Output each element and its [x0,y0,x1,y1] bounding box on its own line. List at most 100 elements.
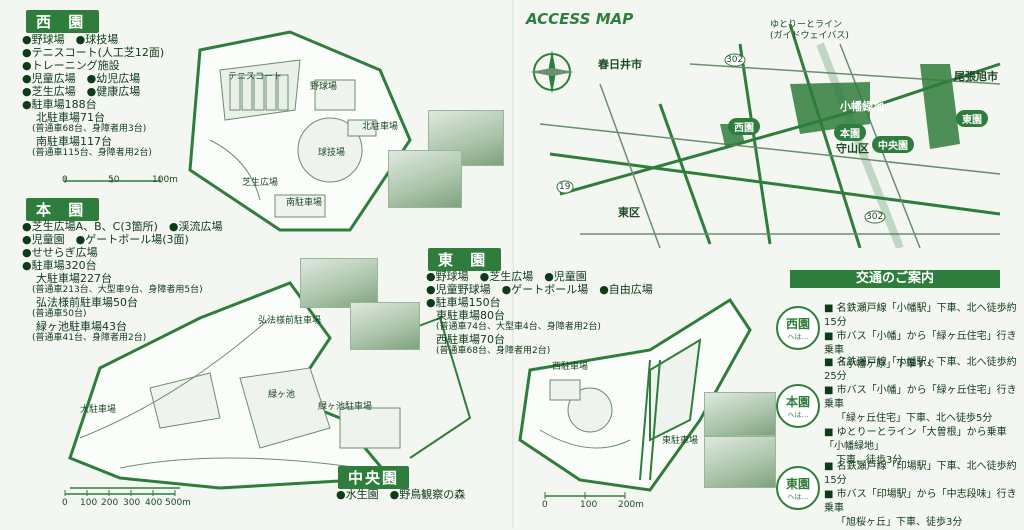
transit-title: 交通のご案内 [790,270,1000,288]
badge-label: 本園 [785,394,810,409]
west-park-photo [388,150,462,208]
main-scale-bar [64,490,176,496]
main-park-access-photo [704,392,776,436]
parking-item: 大駐車場227台 [36,272,112,285]
east-park-access-photo [704,436,776,488]
parking-item: 西駐車場70台 [436,333,505,346]
list-item: ●野球場 ●球技場 [22,33,119,46]
parking-note: (普通車74台、大型車4台、身障者用2台) [436,322,601,332]
parking-item: 弘法様前駐車場50台 [36,296,138,309]
east-park-title: 東 園 [428,248,502,271]
parking-item: 北駐車場71台 [36,111,105,124]
compass-rose-icon [530,50,574,94]
scale-label: 0 [62,175,68,185]
central-park-title: 中央園 [338,466,410,489]
main-park-map [68,281,472,490]
main-facility-list: ●芝生広場A、B、C(3箇所) ●渓流広場 ●児童園 ●ゲートボール場(3面) … [22,220,252,344]
transit-line: ■ 市バス「小幡」から「緑ヶ丘住宅」行き乗車 [824,331,1017,356]
west-park-map [188,30,412,232]
transit-line: ■ 名鉄瀬戸線「小幡駅」下車、北へ徒歩約15分 [824,303,1017,328]
scale-label: 400 [145,498,163,508]
list-item: ●児童広場 ●幼児広場 [22,72,141,85]
scale-label: 200 [101,498,119,508]
scale-label: 500m [165,498,191,508]
parking-note: (普通車41台、身障者用2台) [32,333,147,343]
access-node-west: 西園 [728,118,760,135]
map-label: 野球場 [310,82,338,92]
list-item: ●芝生広場A、B、C(3箇所) ●渓流広場 [22,220,223,233]
page-fold [512,0,514,528]
route-number: 19 [559,182,571,192]
transit-line: 下車、徒歩3分 [836,455,903,466]
list-item: ●テニスコート(人工芝12面) [22,46,165,59]
east-facility-list: ●野球場 ●芝生広場 ●児童園 ●児童野球場 ●ゲートボール場 ●自由広場 ●駐… [426,270,676,357]
west-park-title: 西 園 [26,10,100,33]
main-park-photo [350,302,420,350]
map-label: テニスコート [228,72,283,82]
access-node-central: 中央園 [872,136,914,153]
list-item: ●せせらぎ広場 [22,246,98,259]
parking-note: (普通車50台) [32,309,87,319]
map-label: 南駐車場 [286,198,323,208]
access-road-map [540,24,1001,248]
list-item: ●トレーニング施設 [22,59,120,72]
list-item: ●駐車場150台 [426,296,501,309]
map-label: 北駐車場 [362,122,399,132]
map-label: 球技場 [318,148,346,158]
city-label: 春日井市 [598,58,642,71]
map-label: 緑ヶ池 [268,390,296,400]
transit-line: ■ 市バス「印場駅」から「中志段味」行き乗車 [824,489,1017,514]
east-scale-bar [544,492,626,499]
list-item: ●野球場 ●芝生広場 ●児童園 [426,270,587,283]
route-number: 302 [726,55,744,65]
west-transit-lines: ■ 名鉄瀬戸線「小幡駅」下車、北へ徒歩約15分 ■ 市バス「小幡」から「緑ヶ丘住… [824,302,1019,372]
scale-label: 50 [108,175,120,185]
access-node-main: 本園 [834,124,866,141]
parking-item: 緑ヶ池駐車場43台 [36,320,127,333]
parking-item: 東駐車場80台 [436,309,505,322]
map-label: 西駐車場 [552,362,589,372]
east-transit-lines: ■ 名鉄瀬戸線「印場駅」下車、北へ徒歩約15分 ■ 市バス「印場駅」から「中志段… [824,460,1019,530]
transit-line: 「小幡ヶ原」下車すぐ [836,359,936,370]
list-item: ●芝生広場 ●健康広場 [22,85,141,98]
scale-label: 100m [152,175,178,185]
scale-label: 200m [618,500,644,510]
scale-label: 0 [62,498,68,508]
city-label: 尾張旭市 [954,70,998,83]
parking-note: (普通車68台、身障者用3台) [32,124,147,134]
route-number: 302 [866,212,884,222]
main-transit-badge: 本園 へは… [776,384,820,428]
obata-green-label: 小幡緑地 [840,100,884,113]
parking-note: (普通車115台、身障者用2台) [32,148,152,158]
access-map-title: ACCESS MAP [526,10,634,28]
west-transit-badge: 西園 へは… [776,306,820,350]
scale-label: 100 [80,498,98,508]
transit-line: 「緑ヶ丘住宅」下車、北へ徒歩5分 [836,413,993,424]
badge-sub: へは… [787,332,809,341]
scale-label: 100 [580,500,598,510]
ward-label: 東区 [618,206,640,219]
transit-line: ■ 名鉄瀬戸線「印場駅」下車、北へ徒歩約15分 [824,461,1017,486]
list-item: ●児童野球場 ●ゲートボール場 ●自由広場 [426,283,653,296]
map-label: 東駐車場 [662,436,699,446]
west-scale-bar [64,177,161,183]
parking-item: 南駐車場117台 [36,135,112,148]
access-node-east: 東園 [956,110,988,127]
list-item: ●水生園 ●野鳥観察の森 [336,488,466,501]
list-item: ●駐車場188台 [22,98,97,111]
badge-label: 東園 [785,476,810,491]
transit-line: ■ 市バス「小幡」から「緑ヶ丘住宅」行き乗車 [824,385,1017,410]
main-park-photo [300,258,378,308]
map-label: 弘法様前駐車場 [258,316,322,326]
badge-sub: へは… [787,410,809,419]
scale-label: 300 [123,498,141,508]
main-transit-lines: ■ 名鉄瀬戸線「小幡駅」下車、北へ徒歩約25分 ■ 市バス「小幡」から「緑ヶ丘住… [824,356,1019,468]
list-item: ●児童園 ●ゲートボール場(3面) [22,233,189,246]
badge-sub: へは… [787,492,809,501]
east-park-map [518,297,752,492]
scale-label: 0 [542,500,548,510]
transit-line: 「旭桜ヶ丘」下車、徒歩3分 [836,517,963,528]
transit-line: ■ ゆとりーとライン「大曽根」から乗車「小幡緑地」 [824,427,1007,452]
parking-note: (普通車68台、身障者用2台) [436,346,551,356]
parking-note: (普通車213台、大型車9台、身障者用5台) [32,285,203,295]
